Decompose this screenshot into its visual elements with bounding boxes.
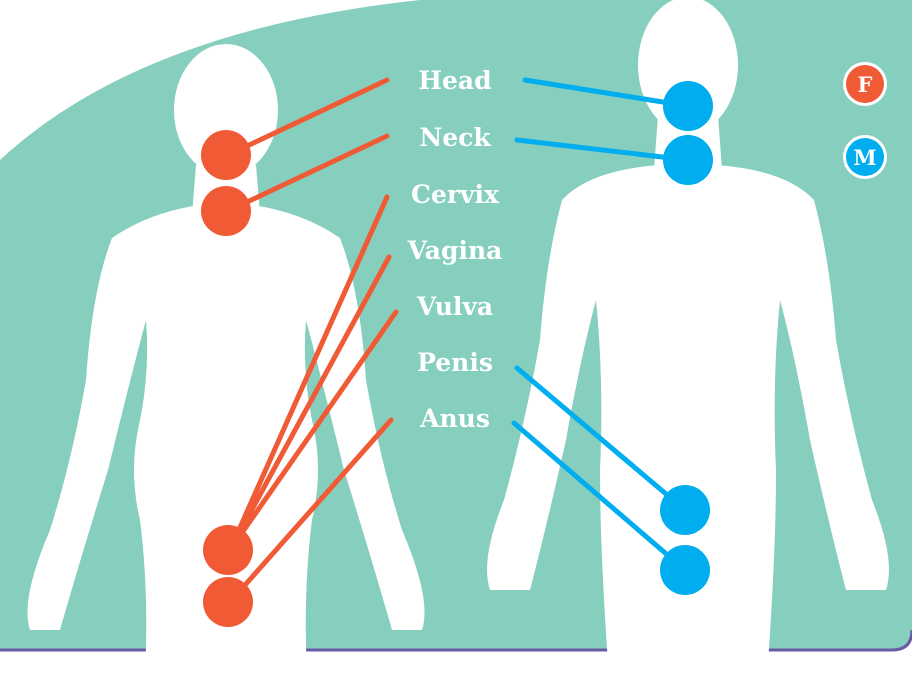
female-genital-marker (203, 525, 253, 575)
male-neck-marker (663, 135, 713, 185)
legend-male-badge: M (843, 135, 887, 179)
legend-female-letter: F (858, 72, 873, 97)
legend-male-letter: M (853, 145, 876, 170)
label-penis: Penis (417, 348, 493, 377)
male-penis-marker (660, 485, 710, 535)
label-vagina: Vagina (407, 236, 503, 265)
female-anus-marker (203, 577, 253, 627)
male-head-marker (663, 81, 713, 131)
male-anus-marker (660, 545, 710, 595)
label-cervix: Cervix (411, 180, 500, 209)
female-neck-marker (201, 186, 251, 236)
label-anus: Anus (419, 404, 490, 433)
label-vulva: Vulva (416, 292, 493, 321)
female-head-marker (201, 130, 251, 180)
label-neck: Neck (419, 123, 491, 152)
label-head: Head (418, 66, 491, 95)
legend-female-badge: F (843, 62, 887, 106)
